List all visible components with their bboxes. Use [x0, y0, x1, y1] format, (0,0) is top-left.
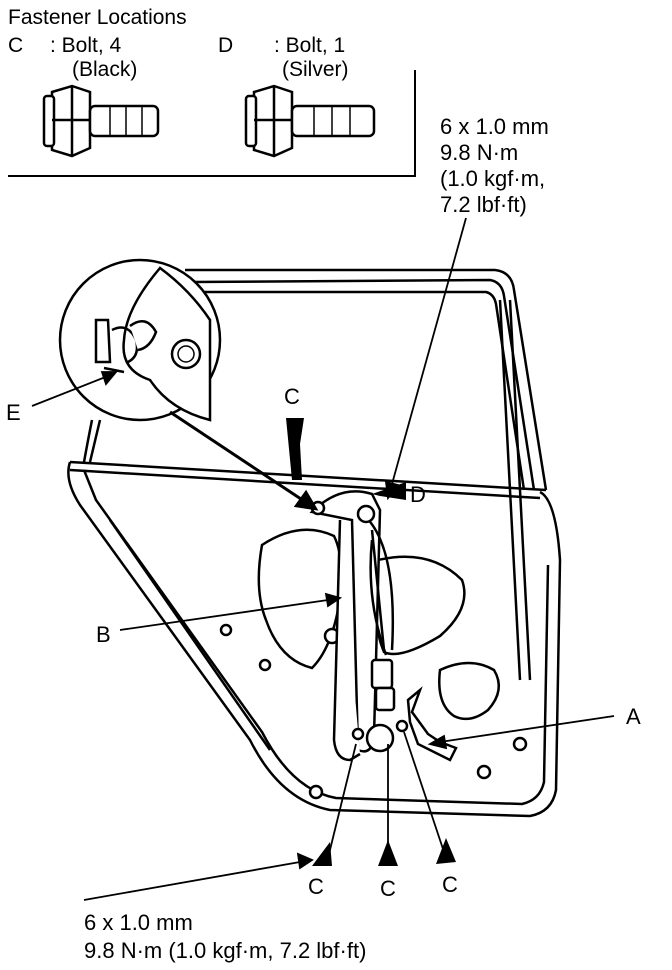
- fastener-legend: Fastener Locations C : Bolt, 4 (Black) D…: [8, 6, 416, 177]
- legend-title: Fastener Locations: [8, 6, 187, 29]
- marker-c-bottom-3: [436, 838, 456, 864]
- marker-c-bottom-1: [312, 842, 332, 866]
- fastener-markers: [286, 418, 456, 866]
- callout-c-bottom-3: C: [442, 872, 458, 897]
- torque-spec-bottom: 6 x 1.0 mm 9.8 N·m (1.0 kgf·m, 7.2 lbf·f…: [84, 910, 366, 963]
- service-holes: [219, 528, 528, 800]
- silver-bolt-icon: [244, 84, 376, 158]
- rear-door-outline: [67, 268, 562, 818]
- marker-c-bottom-2: [378, 840, 398, 866]
- leader-lines: [31, 217, 615, 901]
- callout-e: E: [6, 400, 21, 425]
- callout-b: B: [96, 622, 111, 647]
- callout-d: D: [410, 482, 426, 507]
- callout-a: A: [626, 704, 641, 729]
- legend-desc-d: : Bolt, 1: [274, 34, 345, 57]
- callout-c-bottom-1: C: [308, 874, 324, 899]
- legend-color-d: (Silver): [282, 58, 349, 81]
- spec-top-kgf: (1.0 kgf·m,: [440, 166, 545, 191]
- callout-c-top: C: [284, 384, 300, 409]
- black-bolt-icon: [42, 84, 160, 158]
- torque-spec-top: 6 x 1.0 mm 9.8 N·m (1.0 kgf·m, 7.2 lbf·f…: [440, 114, 549, 217]
- marker-d: [372, 482, 406, 500]
- window-regulator: [309, 490, 458, 762]
- spec-top-lbf: 7.2 lbf·ft): [440, 192, 527, 217]
- spec-bottom-torque: 9.8 N·m (1.0 kgf·m, 7.2 lbf·ft): [84, 938, 366, 963]
- spec-top-torque: 9.8 N·m: [440, 140, 518, 165]
- marker-c-top: [286, 418, 304, 480]
- legend-letter-c: C: [8, 34, 23, 57]
- callout-c-bottom-2: C: [380, 876, 396, 901]
- legend-letter-d: D: [218, 34, 233, 57]
- spec-bottom-size: 6 x 1.0 mm: [84, 910, 193, 935]
- legend-color-c: (Black): [72, 58, 137, 81]
- spec-top-size: 6 x 1.0 mm: [440, 114, 549, 139]
- callout-labels: A B C D E C C C: [6, 384, 641, 901]
- legend-desc-c: : Bolt, 4: [50, 34, 122, 57]
